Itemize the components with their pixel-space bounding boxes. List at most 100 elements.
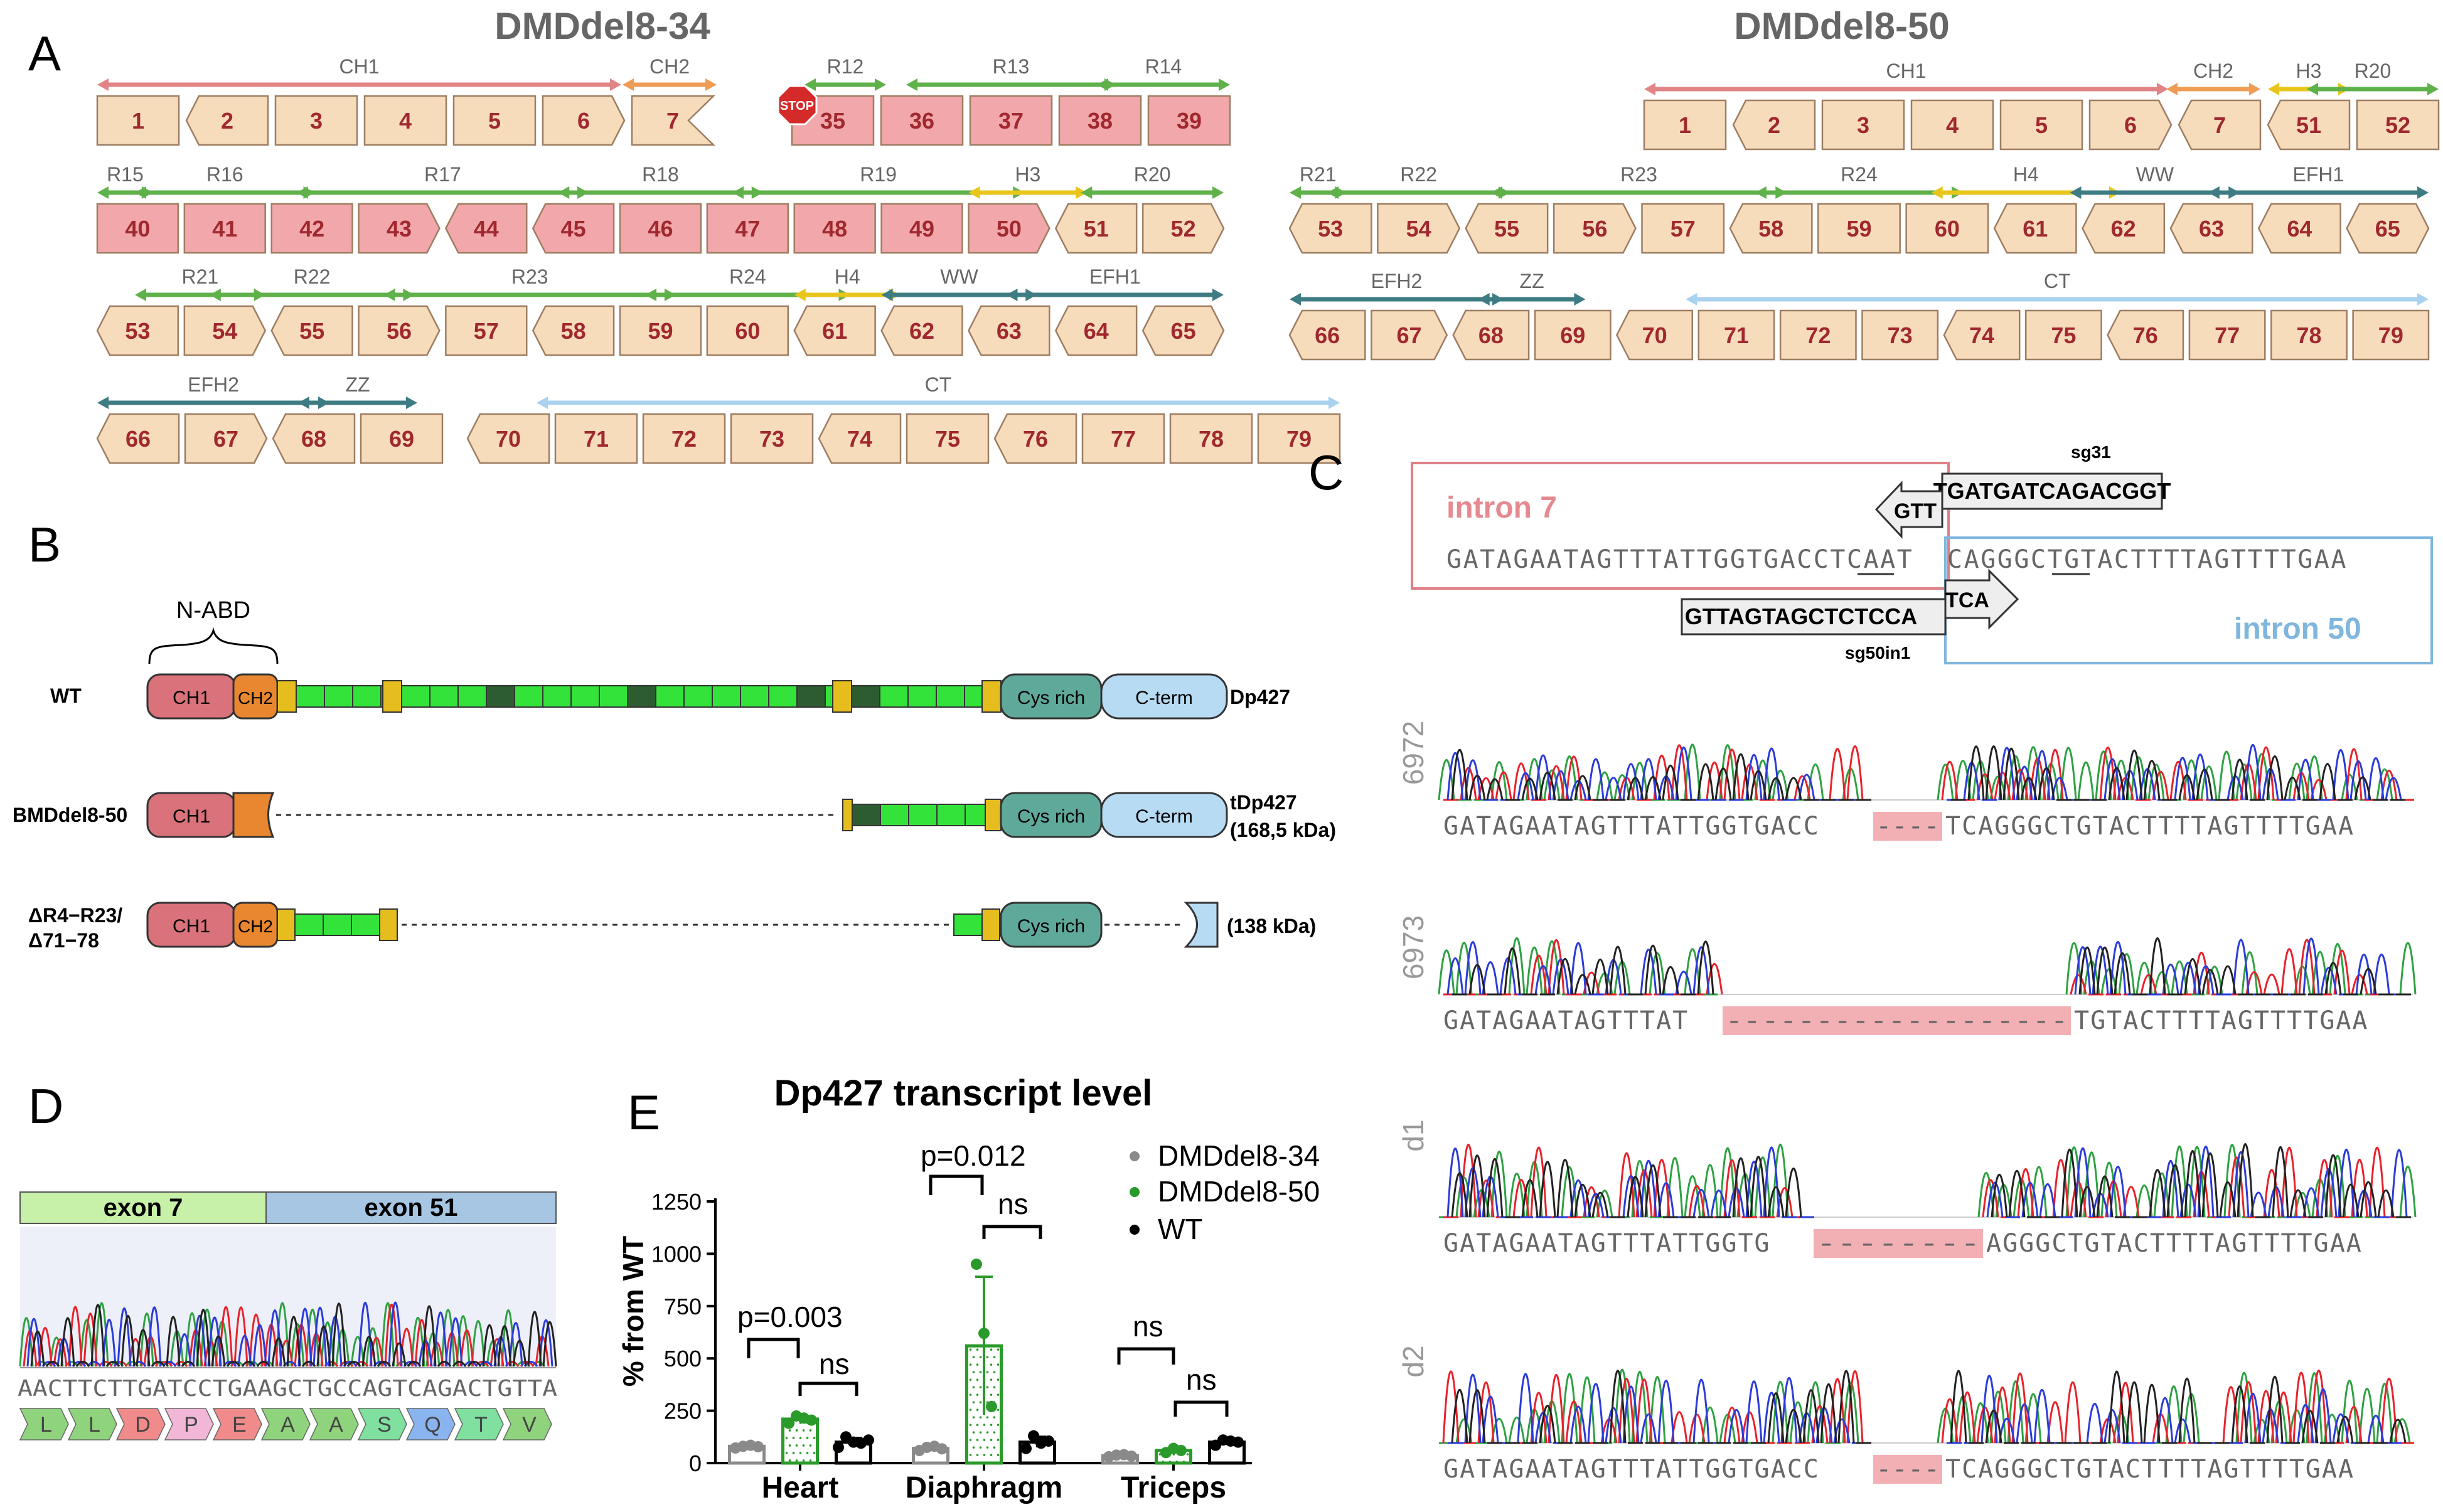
y-axis-label: % from WT <box>617 1236 650 1387</box>
bar-pattern-dot <box>997 1408 1000 1411</box>
domain-label: EFH2 <box>1371 270 1423 292</box>
bar-pattern-dot <box>972 1401 975 1403</box>
exon-number: 70 <box>496 426 521 452</box>
bracket <box>747 1338 800 1358</box>
amino-acid-label: V <box>522 1413 537 1437</box>
exon-number: 47 <box>735 216 760 242</box>
exon-box <box>2088 99 2173 151</box>
bar-pattern-dot <box>976 1393 979 1396</box>
ch1-label: CH1 <box>173 688 210 708</box>
legend-del850: DMDdel8-50 <box>1158 1175 1320 1208</box>
data-point <box>1028 1430 1039 1442</box>
data-point <box>1126 1450 1137 1462</box>
trace-peaks <box>1991 1142 2411 1218</box>
data-point <box>833 1441 844 1453</box>
y-tick-label: 1000 <box>651 1241 702 1267</box>
bar-pattern-dot <box>788 1459 791 1462</box>
spectrin-repeat <box>542 685 572 708</box>
legend-wt: WT <box>1158 1213 1203 1245</box>
bar-pattern-dot <box>969 1378 972 1381</box>
chromatogram <box>19 1301 557 1367</box>
exon-box <box>532 305 615 356</box>
exon-box <box>183 203 266 254</box>
panel-e: E Dp427 transcript level % from WT 02505… <box>617 1073 1320 1504</box>
data-point <box>1043 1435 1054 1447</box>
exon-number: 59 <box>1846 216 1871 242</box>
bar-pattern-dot <box>809 1429 812 1432</box>
exon-box <box>1821 99 1905 151</box>
bar-pattern-dot <box>802 1429 805 1432</box>
bar-pattern-dot <box>997 1393 1000 1396</box>
exon-number: 62 <box>2111 216 2136 242</box>
exon-box <box>906 413 990 464</box>
domain-label: ZZ <box>345 373 370 396</box>
exon-number: 40 <box>125 216 150 242</box>
bar-pattern-dot <box>983 1454 986 1456</box>
exon-number: 72 <box>671 426 697 452</box>
bmd-row-label: BMDdel8-50 <box>13 804 127 826</box>
exon-number: 73 <box>1888 322 1913 348</box>
bar-pattern-dot <box>969 1363 972 1366</box>
domain-label: ZZ <box>1520 270 1544 292</box>
exon-box <box>968 305 1050 356</box>
bar-pattern-dot <box>979 1371 982 1373</box>
exon-junction-seq: AACTTCTTGATCCTGAAGCTGCCAGTCAGACTGTTA <box>18 1376 557 1402</box>
exon-box <box>185 95 269 146</box>
trace-peaks <box>1451 1154 1802 1218</box>
trace-peaks <box>1951 745 2405 801</box>
exon-box <box>1643 99 1727 151</box>
bar-pattern-dot <box>969 1424 972 1426</box>
rod-domain <box>842 799 1002 831</box>
ch1-label: CH1 <box>173 916 210 937</box>
bar-pattern-dot <box>1000 1416 1003 1419</box>
arrow-head-icon <box>296 186 308 199</box>
spectrin-repeat <box>294 913 324 936</box>
sg31-pam-arrow-icon <box>1874 481 1943 539</box>
sg31-seq: TGATGATCAGACGGT <box>1933 478 2171 504</box>
bar-pattern-dot <box>979 1461 982 1464</box>
amino-acid-box <box>164 1408 214 1440</box>
amino-acid-box <box>212 1408 262 1440</box>
exon-box <box>1141 203 1225 254</box>
bar-pattern-dot <box>976 1454 979 1456</box>
bar-pattern-dot <box>792 1452 795 1454</box>
significance-brackets <box>747 1174 1229 1417</box>
exon-number: 54 <box>212 318 237 344</box>
deletion-gap <box>1873 1455 1942 1484</box>
panel-c: C intron 7 intron 50 sg31 TGATGATCAGACGG… <box>1308 442 2433 1484</box>
exon-box <box>96 95 180 146</box>
exon-box <box>358 203 441 254</box>
wt-protein: CH1 CH2 Cys rich C-term <box>146 673 1228 720</box>
bar-pattern-dot <box>809 1444 812 1447</box>
exon-box <box>274 95 358 146</box>
trace-peaks <box>1438 937 1718 996</box>
bar-pattern-dot <box>1000 1356 1003 1358</box>
spectrin-repeat <box>486 685 515 708</box>
legend-del834: DMDdel8-34 <box>1158 1139 1320 1172</box>
exon-number: 52 <box>2385 112 2410 138</box>
data-point <box>986 1400 997 1412</box>
bar-pattern-dot <box>976 1363 979 1366</box>
reference-seq-right: CAGGGCTGTACTTTTAGTTTTGAA <box>1947 545 2348 574</box>
exon-number: 41 <box>212 216 237 242</box>
spectrin-repeat <box>852 804 881 826</box>
cterm-label: C-term <box>1135 688 1193 708</box>
sample-label: d1 <box>1397 1119 1430 1151</box>
bar-pattern-dot <box>976 1408 979 1411</box>
deletion-gap <box>1723 1006 2071 1035</box>
bar-pattern-dot <box>990 1393 993 1396</box>
exon-box <box>880 305 963 356</box>
arrow-head-icon <box>1490 186 1502 199</box>
exon-number: 6 <box>2124 112 2137 138</box>
spectrin-repeat <box>953 913 983 936</box>
panel-b: B N-ABD WT CH1 CH2 Cys rich C-term Dp427… <box>13 517 1336 952</box>
spectrin-repeat <box>907 685 937 708</box>
ch2-label: CH2 <box>238 917 273 936</box>
sg50-guide <box>1681 598 1947 636</box>
legend-marker-wt <box>1130 1225 1140 1235</box>
panel-b-letter: B <box>28 517 61 572</box>
bar-pattern-dot <box>997 1378 1000 1381</box>
spectrin-repeat <box>352 685 382 708</box>
